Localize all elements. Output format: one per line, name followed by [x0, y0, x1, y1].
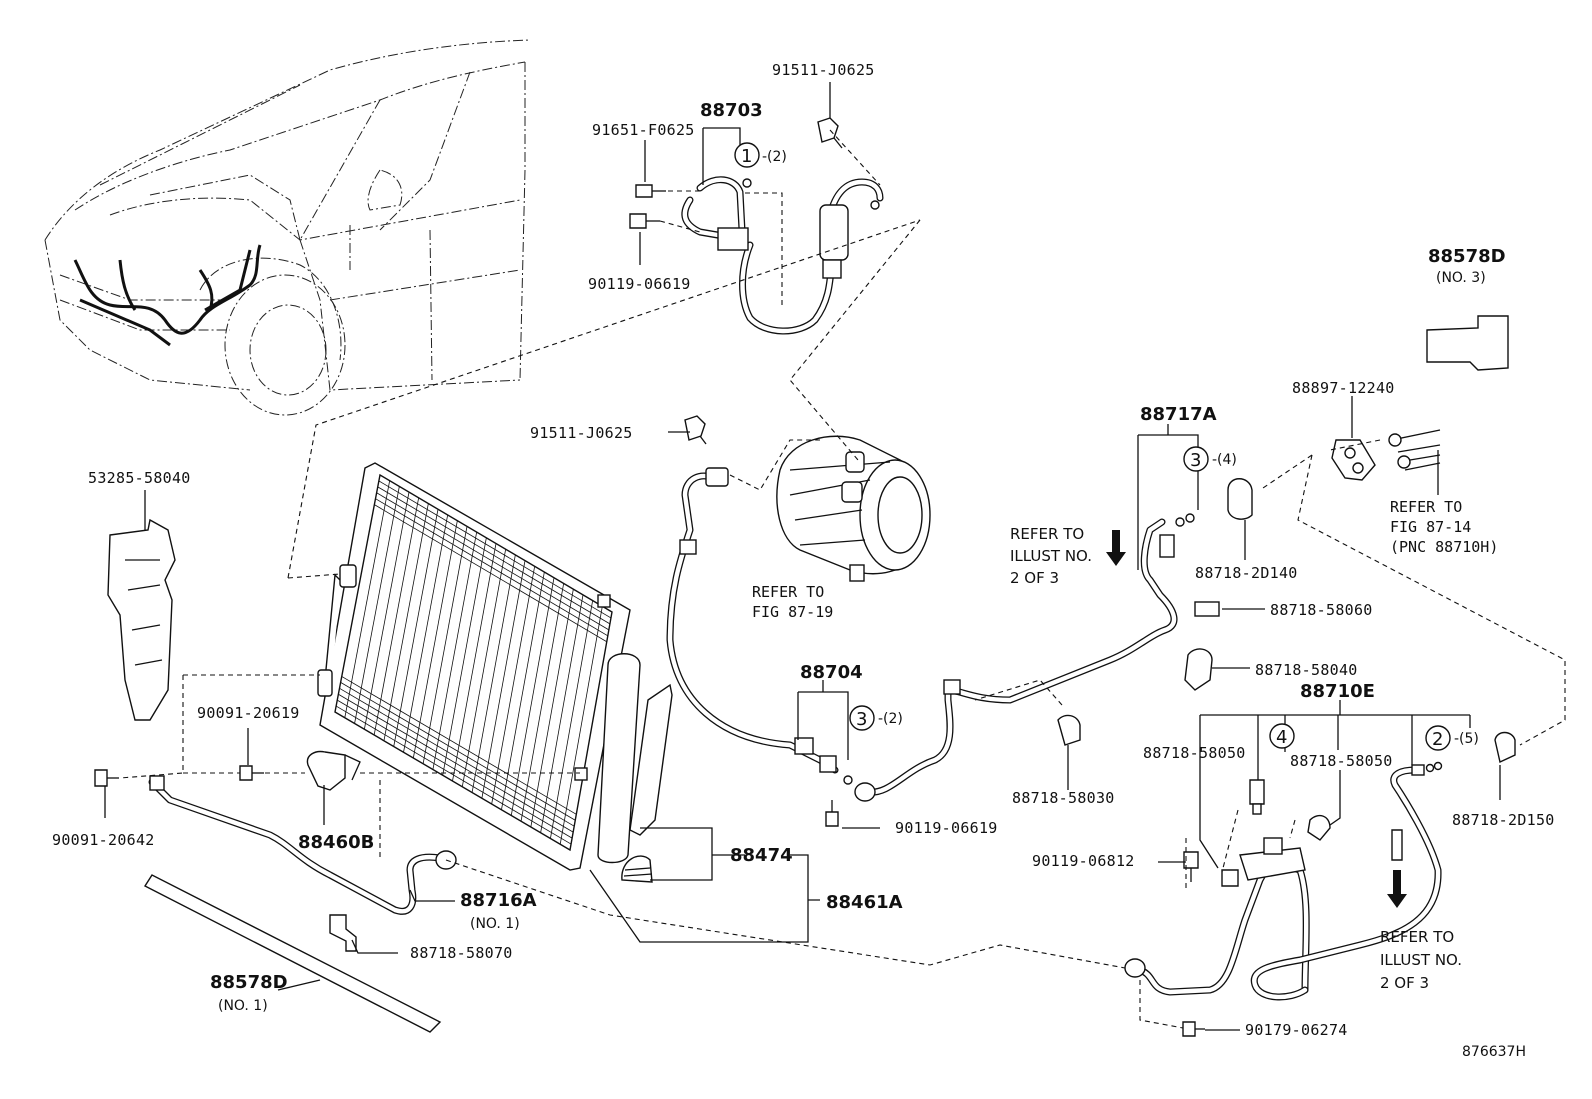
label-90119-06619-mid: 90119-06619 — [895, 819, 998, 837]
circled-number-1: 1 — [741, 146, 752, 167]
hose-88710E-drawing — [1124, 731, 1516, 1037]
label-90179-06274: 90179-06274 — [1245, 1021, 1348, 1039]
circled-number-2: 2 — [1432, 729, 1443, 750]
figure-number: 876637H — [1462, 1044, 1526, 1060]
left-parts-drawing — [94, 518, 457, 1033]
ref-illust-b-line3: 2 OF 3 — [1380, 974, 1429, 992]
condenser-drawing — [317, 462, 673, 883]
label-88718-58070: 88718-58070 — [410, 944, 513, 962]
label-90119-06812: 90119-06812 — [1032, 852, 1135, 870]
qty-3b: -(2) — [878, 711, 903, 727]
ref-fig-87-14-line1: REFER TO — [1390, 498, 1462, 516]
label-88718-58030: 88718-58030 — [1012, 789, 1115, 807]
label-88718-58050-b: 88718-58050 — [1290, 752, 1393, 770]
label-88461A: 88461A — [826, 892, 903, 913]
label-91511-J0625-top: 91511-J0625 — [772, 61, 875, 79]
circled-number-4: 4 — [1276, 727, 1287, 748]
ref-fig-87-19-line1: REFER TO — [752, 583, 824, 601]
ref-illust-b-line1: REFER TO — [1380, 928, 1454, 946]
label-88703: 88703 — [700, 100, 763, 121]
label-53285-58040: 53285-58040 — [88, 469, 191, 487]
ref-illust-a-line3: 2 OF 3 — [1010, 569, 1059, 587]
label-90091-20619: 90091-20619 — [197, 704, 300, 722]
vehicle-outline — [44, 39, 531, 416]
label-88710E: 88710E — [1300, 681, 1375, 702]
circled-number-3a: 3 — [1190, 450, 1201, 471]
label-88718-2D150: 88718-2D150 — [1452, 811, 1555, 829]
label-88578D-top: 88578D — [1428, 246, 1506, 267]
qty-1: -(2) — [762, 149, 787, 165]
ref-illust-a-line1: REFER TO — [1010, 525, 1084, 543]
label-88460B: 88460B — [298, 832, 374, 853]
ref-illust-b-line2: ILLUST NO. — [1380, 951, 1462, 969]
label-88578D-bottom: 88578D — [210, 972, 288, 993]
circled-markers — [734, 142, 1451, 751]
label-88716A: 88716A — [460, 890, 537, 911]
label-91651-F0625: 91651-F0625 — [592, 121, 695, 139]
label-88578D-bottom-sub: (NO. 1) — [218, 998, 268, 1014]
dashed-connectors — [119, 129, 1566, 1029]
ref-fig-87-14-line2: FIG 87-14 — [1390, 518, 1471, 536]
label-88718-58060: 88718-58060 — [1270, 601, 1373, 619]
label-88704: 88704 — [800, 662, 863, 683]
suction-line-drawing — [854, 315, 1509, 802]
leader-lines — [104, 82, 1501, 1031]
ref-fig-87-14-line3: (PNC 88710H) — [1390, 538, 1498, 556]
label-88716A-sub: (NO. 1) — [470, 916, 520, 932]
hose-assembly-88703 — [629, 117, 884, 335]
label-88474: 88474 — [730, 845, 793, 866]
label-88717A: 88717A — [1140, 404, 1217, 425]
hose-88704-drawing — [666, 415, 853, 827]
circled-number-3b: 3 — [856, 709, 867, 730]
ref-illust-a-line2: ILLUST NO. — [1010, 547, 1092, 565]
flow-arrows — [1106, 530, 1407, 908]
label-91511-J0625-mid: 91511-J0625 — [530, 424, 633, 442]
compressor-drawing — [776, 435, 931, 582]
label-90119-06619-top: 90119-06619 — [588, 275, 691, 293]
label-88718-2D140: 88718-2D140 — [1195, 564, 1298, 582]
qty-3a: -(4) — [1212, 452, 1237, 468]
label-90091-20642: 90091-20642 — [52, 831, 155, 849]
label-88718-58050-a: 88718-58050 — [1143, 744, 1246, 762]
ref-fig-87-19-line2: FIG 87-19 — [752, 603, 833, 621]
qty-2: -(5) — [1454, 731, 1479, 747]
label-88897-12240: 88897-12240 — [1292, 379, 1395, 397]
label-88718-58040: 88718-58040 — [1255, 661, 1358, 679]
label-88578D-top-sub: (NO. 3) — [1436, 270, 1486, 286]
